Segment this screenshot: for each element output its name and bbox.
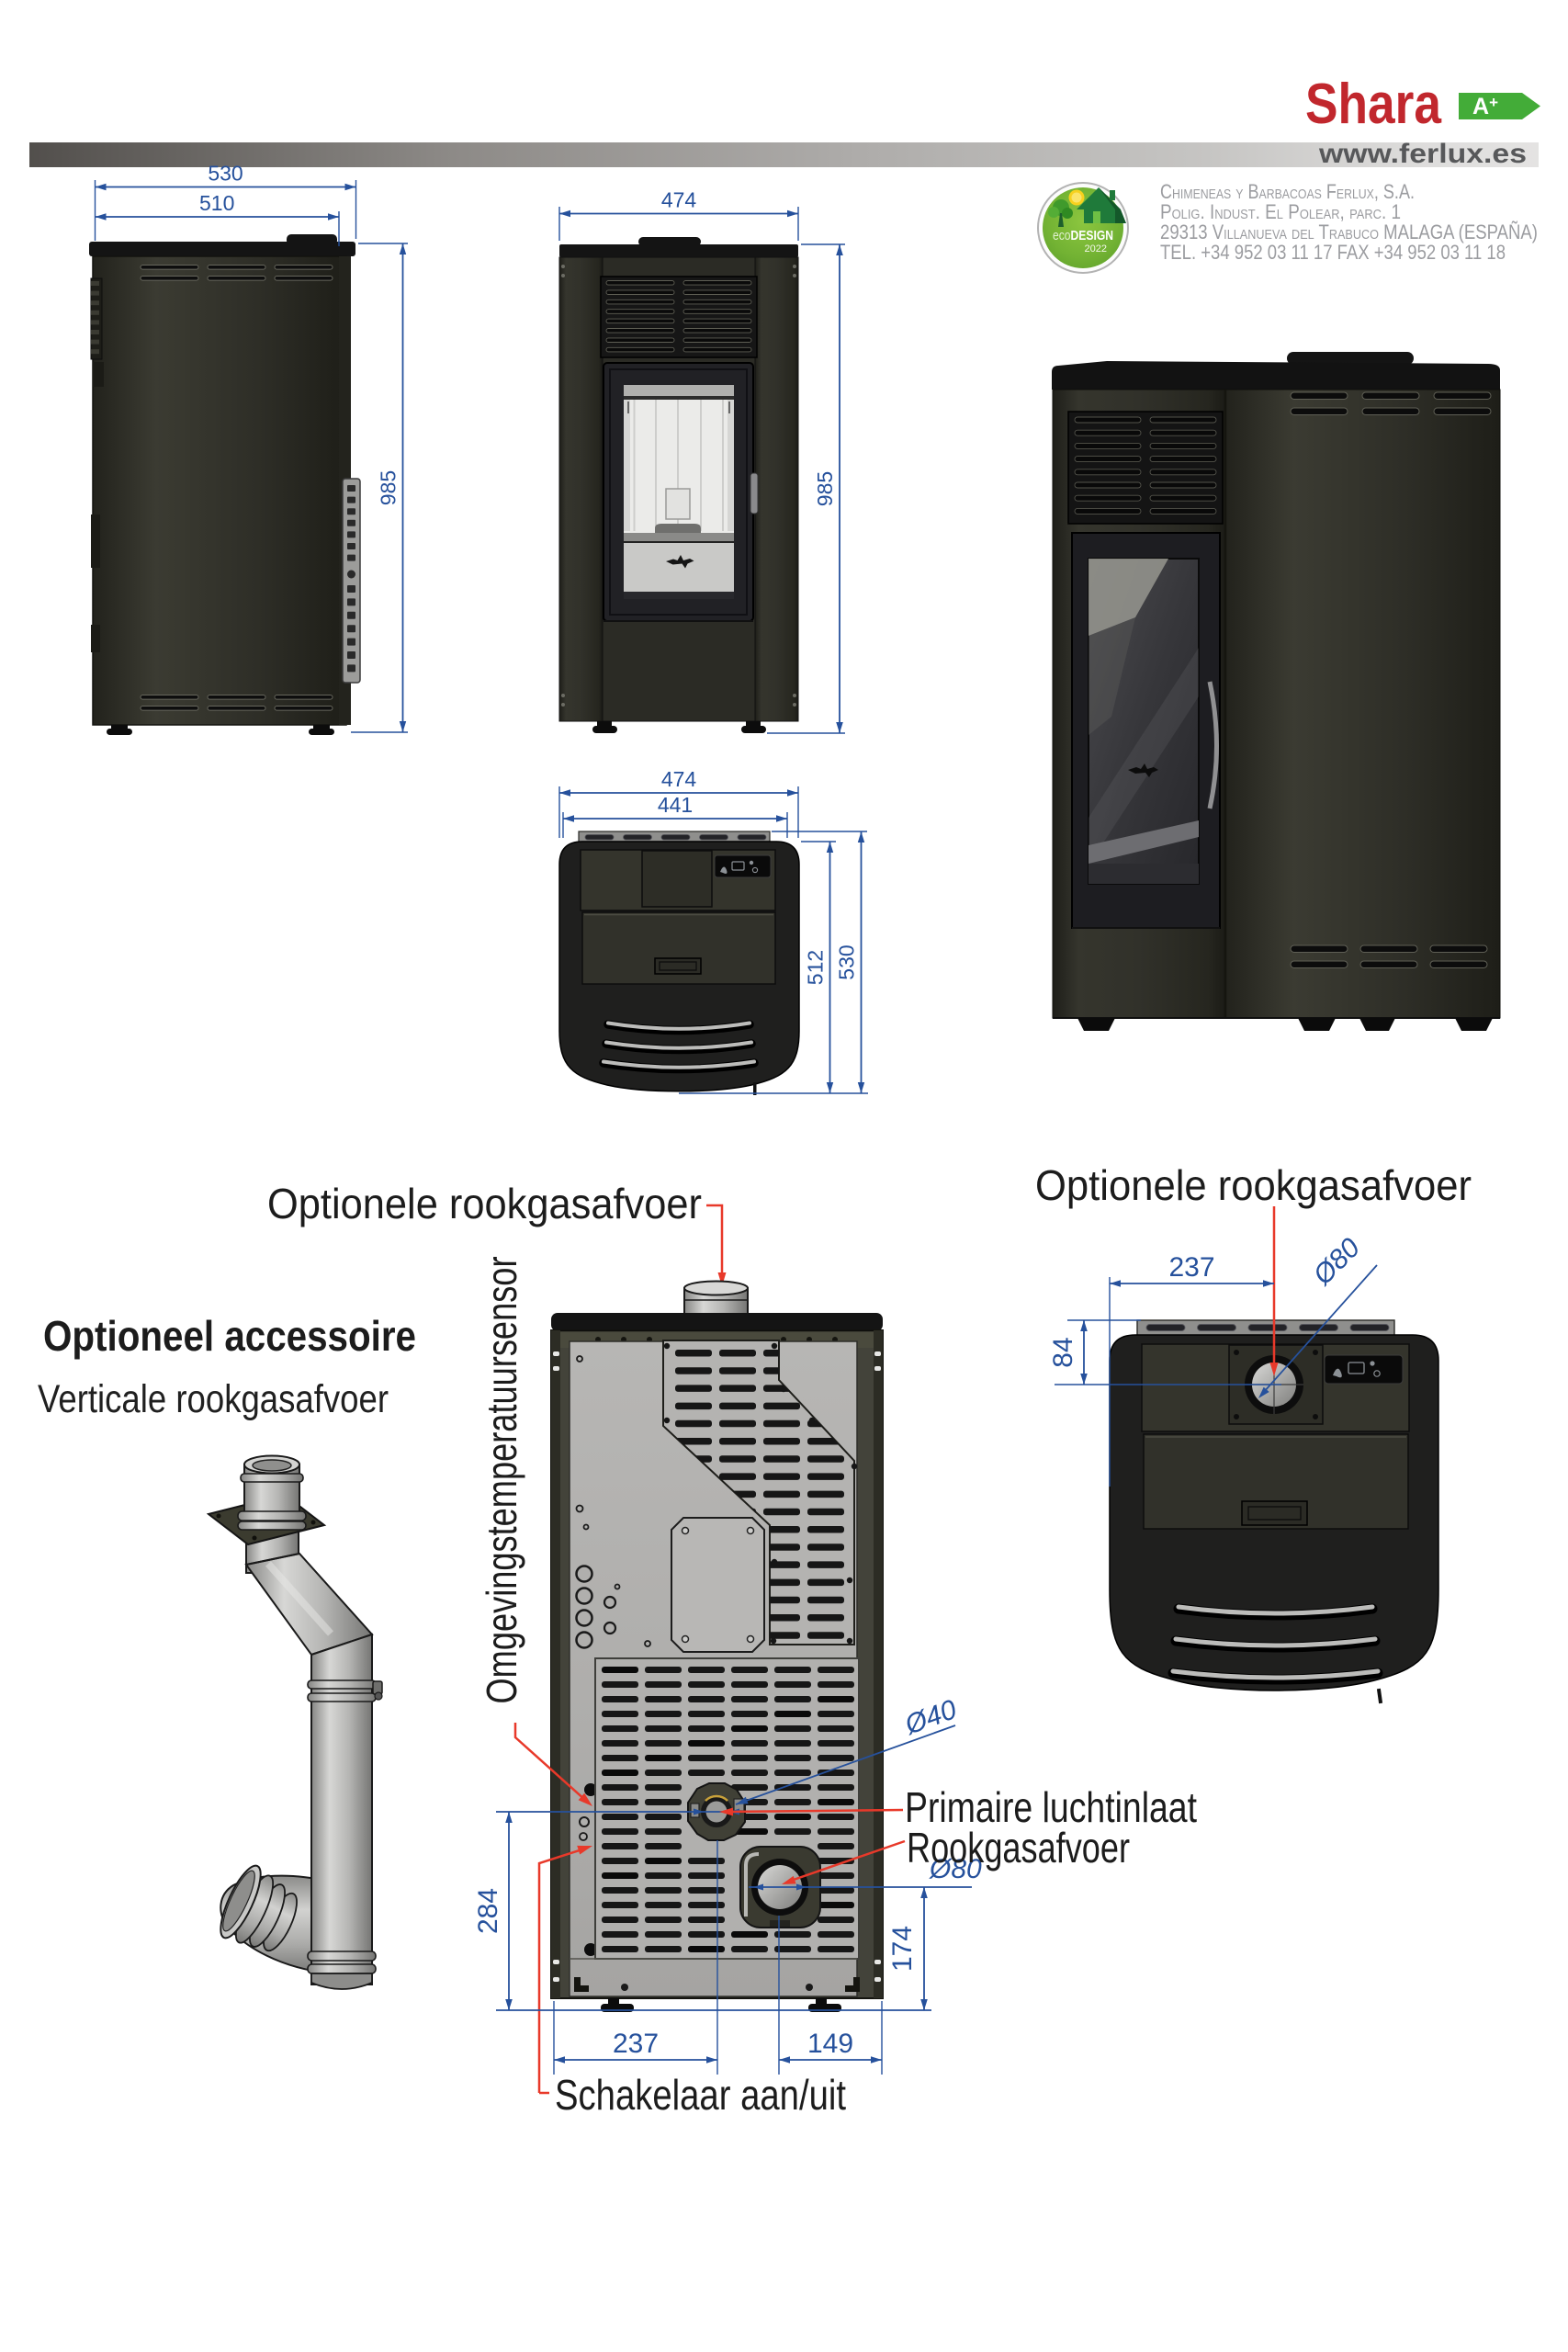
svg-text:Chimeneas y Barbacoas Ferlux,: Chimeneas y Barbacoas Ferlux, S.A.	[1160, 180, 1415, 203]
svg-text:Verticale rookgasafvoer: Verticale rookgasafvoer	[38, 1377, 389, 1421]
svg-text:Shara: Shara	[1305, 73, 1441, 136]
svg-text:985: 985	[377, 470, 400, 505]
svg-text:512: 512	[804, 950, 828, 985]
svg-text:985: 985	[813, 471, 837, 506]
svg-text:Optionele rookgasafvoer: Optionele rookgasafvoer	[267, 1180, 702, 1227]
svg-text:ecoDESIGN: ecoDESIGN	[1053, 228, 1113, 243]
svg-text:Omgevingstemperatuursensor: Omgevingstemperatuursensor	[478, 1257, 525, 1704]
svg-text:510: 510	[199, 191, 234, 215]
svg-text:474: 474	[661, 767, 697, 791]
svg-text:530: 530	[208, 162, 243, 186]
svg-text:474: 474	[661, 188, 697, 212]
svg-text:TEL. +34 952 03 11 17 FAX +3: TEL. +34 952 03 11 17 FAX +34 952 03 11 …	[1160, 241, 1506, 264]
svg-text:Rookgasafvoer: Rookgasafvoer	[907, 1824, 1130, 1871]
svg-text:Schakelaar aan/uit: Schakelaar aan/uit	[555, 2071, 846, 2119]
svg-text:284: 284	[473, 1888, 503, 1934]
svg-text:84: 84	[1048, 1337, 1078, 1367]
svg-text:Optionele rookgasafvoer: Optionele rookgasafvoer	[1035, 1161, 1472, 1209]
svg-text:www.ferlux.es: www.ferlux.es	[1318, 139, 1527, 169]
svg-text:Primaire luchtinlaat: Primaire luchtinlaat	[905, 1783, 1197, 1831]
svg-text:237: 237	[1168, 1252, 1214, 1283]
svg-text:2022: 2022	[1085, 243, 1107, 254]
svg-text:Ø80: Ø80	[929, 1854, 982, 1884]
svg-text:Polig. Indust. El Polear, parc: Polig. Indust. El Polear, parc. 1	[1160, 200, 1401, 223]
svg-text:Ø80: Ø80	[1307, 1232, 1366, 1291]
svg-text:Optioneel accessoire: Optioneel accessoire	[43, 1312, 416, 1360]
svg-text:149: 149	[807, 2029, 853, 2059]
svg-text:29313 Villanueva del Trabuco: 29313 Villanueva del Trabuco MALAGA (ESP…	[1160, 220, 1538, 243]
svg-text:530: 530	[835, 944, 859, 979]
svg-text:174: 174	[887, 1926, 918, 1972]
svg-text:441: 441	[658, 793, 693, 817]
svg-text:A+: A+	[1472, 94, 1498, 119]
svg-text:237: 237	[613, 2029, 659, 2059]
